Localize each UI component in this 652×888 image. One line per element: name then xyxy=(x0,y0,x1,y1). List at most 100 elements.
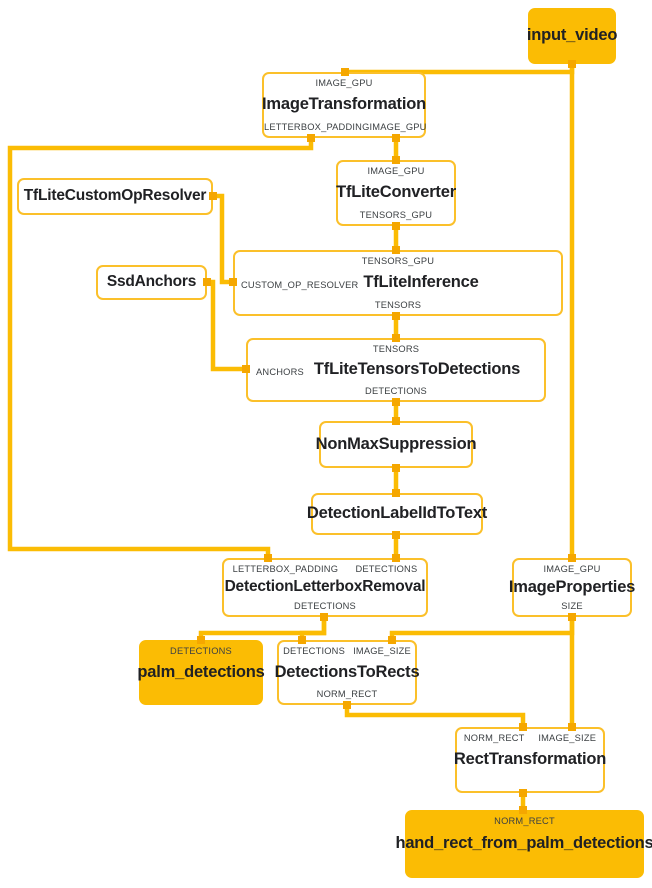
node-image-transformation[interactable]: IMAGE_GPU ImageTransformation LETTERBOX_… xyxy=(262,72,426,138)
port-dot-tflite-custom-op-resolver-out xyxy=(209,192,217,200)
port-dot-letterbox-removal-padding-in xyxy=(264,554,272,562)
port-dot-detections-to-rects-image-size-in xyxy=(388,636,396,644)
port-label-custom-op-resolver-in: CUSTOM_OP_RESOLVER xyxy=(241,280,359,290)
node-tflite-converter[interactable]: IMAGE_GPU TfLiteConverter TENSORS_GPU xyxy=(336,160,456,226)
port-dot-letterbox-removal-detections-in xyxy=(392,554,400,562)
port-label-tensors-gpu-in: TENSORS_GPU xyxy=(361,256,435,266)
node-title: DetectionLabelIdToText xyxy=(306,504,488,523)
port-dot-ssd-anchors-out xyxy=(203,278,211,286)
port-label-detections-out: DETECTIONS xyxy=(294,601,356,611)
port-row-top: DETECTIONS xyxy=(141,646,261,656)
port-row-top: IMAGE_GPU xyxy=(514,564,630,574)
port-row-top: DETECTIONS IMAGE_SIZE xyxy=(279,646,415,656)
port-label-image-size-in: IMAGE_SIZE xyxy=(538,733,597,743)
port-dot-detections-to-rects-out xyxy=(343,701,351,709)
port-label-letterbox-padding-in: LETTERBOX_PADDING xyxy=(232,564,339,574)
node-title: TfLiteConverter xyxy=(336,183,456,202)
port-row-bottom: NORM_RECT xyxy=(279,689,415,699)
port-dot-tensors-to-detections-in xyxy=(392,334,400,342)
port-dot-image-transformation-letterbox-out xyxy=(307,134,315,142)
port-row-bottom: DETECTIONS xyxy=(224,601,426,611)
port-row-top: IMAGE_GPU xyxy=(264,78,424,88)
port-label-image-gpu-in: IMAGE_GPU xyxy=(315,78,373,88)
node-non-max-suppression[interactable]: NonMaxSuppression xyxy=(316,421,477,468)
port-row-bottom: LETTERBOX_PADDING IMAGE_GPU xyxy=(264,122,427,132)
port-row-bottom: DETECTIONS xyxy=(248,386,544,396)
node-title: TfLiteInference xyxy=(363,273,479,292)
node-palm-detections[interactable]: DETECTIONS palm_detections xyxy=(137,640,265,705)
port-label-image-gpu-out: IMAGE_GPU xyxy=(369,122,427,132)
port-row-top: NORM_RECT IMAGE_SIZE xyxy=(457,733,603,743)
node-ssd-anchors[interactable]: SsdAnchors xyxy=(96,265,207,300)
node-rect-transformation[interactable]: NORM_RECT IMAGE_SIZE RectTransformation xyxy=(453,727,607,793)
port-dot-tensors-to-detections-out xyxy=(392,398,400,406)
port-label-norm-rect-in: NORM_RECT xyxy=(494,816,555,826)
node-title: DetectionLetterboxRemoval xyxy=(224,578,426,596)
port-dot-image-properties-in xyxy=(568,554,576,562)
port-row-top: TENSORS xyxy=(248,344,544,354)
node-detection-letterbox-removal[interactable]: LETTERBOX_PADDING DETECTIONS DetectionLe… xyxy=(222,558,428,617)
port-dot-input-video-out xyxy=(568,60,576,68)
node-image-properties[interactable]: IMAGE_GPU ImageProperties SIZE xyxy=(508,558,636,617)
node-title: TfLiteCustomOpResolver xyxy=(23,187,207,205)
port-dot-image-transformation-in xyxy=(341,68,349,76)
port-dot-detections-to-rects-detections-in xyxy=(298,636,306,644)
port-row-top: IMAGE_GPU xyxy=(338,166,454,176)
port-dot-image-properties-out xyxy=(568,613,576,621)
node-title: hand_rect_from_palm_detections xyxy=(395,834,652,853)
port-dot-palm-detections-in xyxy=(197,636,205,644)
port-dot-tflite-inference-out xyxy=(392,312,400,320)
port-row-top: TENSORS_GPU xyxy=(235,256,561,266)
port-label-tensors-gpu-out: TENSORS_GPU xyxy=(359,210,433,220)
port-row-bottom: TENSORS xyxy=(235,300,561,310)
node-input-video[interactable]: input_video xyxy=(526,8,618,64)
port-dot-non-max-suppression-in xyxy=(392,417,400,425)
edge-tflite_custom_op_resolver-to-tflite_inference xyxy=(213,193,233,285)
node-tflite-tensors-to-detections[interactable]: TENSORS ANCHORS TfLiteTensorsToDetection… xyxy=(246,338,546,402)
port-label-letterbox-padding-out: LETTERBOX_PADDING xyxy=(264,122,370,132)
port-dot-rect-transformation-image-size-in xyxy=(568,723,576,731)
port-dot-non-max-suppression-out xyxy=(392,464,400,472)
port-label-detections-in: DETECTIONS xyxy=(283,646,345,656)
port-dot-tensors-to-detections-anchors-in xyxy=(242,365,250,373)
node-detection-label-id-to-text[interactable]: DetectionLabelIdToText xyxy=(307,493,487,535)
port-dot-hand-rect-in xyxy=(519,806,527,814)
node-title: ImageTransformation xyxy=(262,95,426,114)
node-title: TfLiteTensorsToDetections xyxy=(313,360,521,379)
port-dot-tflite-inference-custom-op-in xyxy=(229,278,237,286)
node-title: DetectionsToRects xyxy=(274,662,420,681)
port-dot-rect-transformation-out xyxy=(519,789,527,797)
edge-detections_to_rects-to-rect_transformation xyxy=(344,705,526,727)
port-label-image-gpu-in: IMAGE_GPU xyxy=(543,564,601,574)
port-label-size-out: SIZE xyxy=(561,601,583,611)
port-label-norm-rect-out: NORM_RECT xyxy=(316,689,378,699)
edge-image_properties-to-detections_to_rects xyxy=(389,617,575,640)
port-row-bottom: TENSORS_GPU xyxy=(338,210,454,220)
port-label-detections-out: DETECTIONS xyxy=(365,386,427,396)
node-title: input_video xyxy=(526,26,618,45)
port-row-bottom: SIZE xyxy=(514,601,630,611)
node-detections-to-rects[interactable]: DETECTIONS IMAGE_SIZE DetectionsToRects … xyxy=(274,640,420,705)
port-dot-detection-label-id-in xyxy=(392,489,400,497)
port-label-detections-in: DETECTIONS xyxy=(355,564,418,574)
port-label-tensors-out: TENSORS xyxy=(374,300,422,310)
node-title: SsdAnchors xyxy=(106,273,197,291)
port-dot-detection-label-id-out xyxy=(392,531,400,539)
node-title: RectTransformation xyxy=(453,750,607,769)
port-dot-image-transformation-image-out xyxy=(392,134,400,142)
port-label-image-size-in: IMAGE_SIZE xyxy=(353,646,411,656)
port-label-image-gpu-in: IMAGE_GPU xyxy=(367,166,425,176)
port-row-top: NORM_RECT xyxy=(407,816,642,826)
port-dot-tflite-converter-in xyxy=(392,156,400,164)
node-tflite-inference[interactable]: TENSORS_GPU CUSTOM_OP_RESOLVER TfLiteInf… xyxy=(233,250,563,316)
port-dot-rect-transformation-norm-rect-in xyxy=(519,723,527,731)
port-dot-tflite-converter-out xyxy=(392,222,400,230)
node-title: ImageProperties xyxy=(508,577,636,596)
node-hand-rect-from-palm-detections[interactable]: NORM_RECT hand_rect_from_palm_detections xyxy=(395,810,652,878)
port-dot-tflite-inference-tensors-in xyxy=(392,246,400,254)
port-row-top: LETTERBOX_PADDING DETECTIONS xyxy=(224,564,426,574)
node-title: NonMaxSuppression xyxy=(315,434,477,453)
node-tflite-custom-op-resolver[interactable]: TfLiteCustomOpResolver xyxy=(17,178,213,215)
node-title: palm_detections xyxy=(137,662,265,681)
